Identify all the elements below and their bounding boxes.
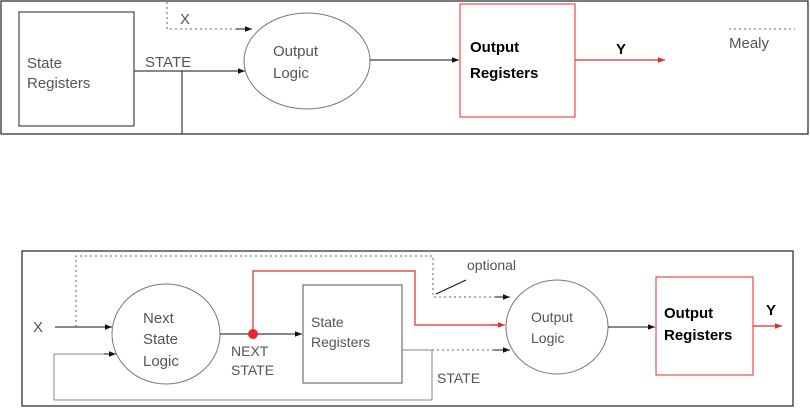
bottom-state-registers-block: State Registers: [302, 284, 403, 384]
bottom-x-label: X: [33, 319, 43, 336]
top-legend: Mealy: [729, 28, 795, 52]
bottom-junction-dot: [248, 329, 258, 339]
top-output-logic-block: Output Logic: [243, 12, 371, 110]
top-output-registers-label-2: Registers: [470, 65, 538, 82]
bottom-output-logic-label-2: Logic: [531, 330, 564, 346]
top-state-registers-label-2: Registers: [27, 75, 90, 92]
bottom-output-registers-block: Output Registers: [655, 276, 754, 376]
bottom-output-logic-ellipse: [505, 279, 609, 375]
top-state-label: STATE: [145, 54, 191, 71]
top-state-registers-label-1: State: [27, 55, 62, 72]
bottom-output-logic-block: Output Logic: [505, 279, 609, 375]
top-output-registers-label-1: Output: [470, 39, 519, 56]
bottom-state-return-wire: [54, 349, 433, 401]
bottom-next-state-logic-label-2: State: [143, 331, 178, 348]
top-state-registers-box: [18, 11, 135, 127]
top-output-logic-label-1: Output: [273, 43, 319, 60]
bottom-next-state-logic-label-3: Logic: [143, 353, 179, 370]
bottom-feedback-wire: [53, 353, 115, 400]
top-state-registers-block: State Registers: [18, 11, 135, 127]
top-output-registers-block: Output Registers: [459, 3, 576, 118]
legend-label: Mealy: [729, 35, 770, 52]
top-y-label: Y: [616, 41, 626, 58]
bottom-output-logic-label-1: Output: [531, 309, 573, 325]
bottom-state-label: STATE: [437, 370, 480, 386]
top-output-registers-box: [459, 3, 576, 118]
top-output-logic-label-2: Logic: [273, 65, 309, 82]
top-frame: [0, 0, 809, 135]
top-diagram: State Registers X STATE Output Logic Out…: [0, 0, 809, 135]
bottom-next-state-logic-label-1: Next: [143, 310, 175, 327]
bottom-state-registers-label-1: State: [311, 314, 344, 330]
bottom-next-state-logic-block: Next State Logic: [111, 283, 221, 385]
optional-pointer-line: [435, 279, 467, 295]
bottom-output-registers-box: [655, 276, 754, 376]
bottom-diagram: X optional Next State Logic NEXT STATE: [21, 250, 794, 407]
optional-label: optional: [467, 257, 516, 273]
bottom-y-label: Y: [766, 302, 776, 319]
bottom-state-registers-label-2: Registers: [311, 334, 370, 350]
bottom-frame: [21, 250, 794, 407]
bottom-next-state-label-2: STATE: [231, 362, 274, 378]
top-x-label: X: [180, 11, 190, 28]
bottom-output-registers-label-2: Registers: [664, 327, 732, 344]
bottom-output-registers-label-1: Output: [664, 305, 713, 322]
bottom-state-registers-box: [302, 284, 403, 384]
top-x-input-wire: [166, 2, 244, 30]
bottom-next-state-label-1: NEXT: [231, 343, 269, 359]
bottom-lookahead-wire: [252, 270, 498, 334]
top-output-logic-ellipse: [243, 12, 371, 110]
